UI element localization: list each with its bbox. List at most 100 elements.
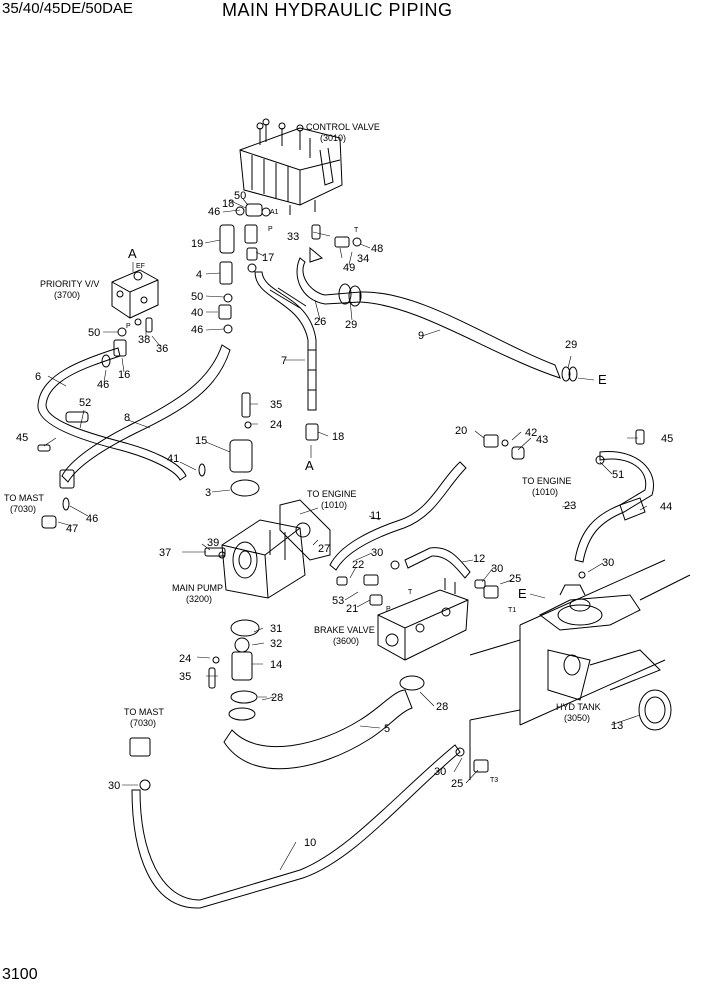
callout-30: 30 <box>434 766 446 778</box>
port-ef: EF <box>136 263 145 270</box>
callout-13: 13 <box>611 720 623 732</box>
marker-e-tank: E <box>518 586 527 601</box>
port-t3: T3 <box>490 777 498 784</box>
callout-18: 18 <box>222 198 234 210</box>
model-number: 35/40/45DE/50DAE <box>2 0 133 17</box>
callout-8: 8 <box>124 412 130 424</box>
callout-22: 22 <box>352 559 364 571</box>
callout-11: 11 <box>370 510 381 522</box>
callout-37: 37 <box>159 547 171 559</box>
callout-46: 46 <box>86 513 98 525</box>
callout-47: 47 <box>66 523 78 535</box>
callout-35: 35 <box>179 671 191 683</box>
label-to-mast-a-ref: (7030) <box>10 504 36 514</box>
label-priority-valve-ref: (3700) <box>54 290 80 300</box>
callout-38: 38 <box>138 334 150 346</box>
return-hose-9 <box>359 291 561 379</box>
callout-46: 46 <box>191 324 203 336</box>
label-control-valve-ref: (3010) <box>320 133 346 143</box>
callout-49: 49 <box>343 262 355 274</box>
callout-36: 36 <box>156 343 168 355</box>
callout-12: 12 <box>473 553 485 565</box>
callout-30: 30 <box>491 563 503 575</box>
callout-23: 23 <box>564 500 576 512</box>
callout-46: 46 <box>208 206 220 218</box>
callout-18: 18 <box>332 431 344 443</box>
label-to-mast-a: TO MAST <box>4 493 44 503</box>
port-p-control: P <box>268 226 273 233</box>
callout-43: 43 <box>536 434 548 446</box>
port-t-brake: T <box>408 589 413 596</box>
port-p-brake: P <box>386 606 391 613</box>
callout-35: 35 <box>270 399 282 411</box>
pipe-11 <box>329 461 467 571</box>
label-priority-valve: PRIORITY V/V <box>40 279 99 289</box>
main-pump <box>221 519 306 599</box>
callout-25: 25 <box>451 778 463 790</box>
marker-a-top: A <box>128 246 137 261</box>
pipe-12 <box>404 547 471 579</box>
marker-a-bottom: A <box>305 458 314 473</box>
label-control-valve: CONTROL VALVE <box>306 122 380 132</box>
callout-24: 24 <box>270 419 282 431</box>
priority-valve <box>111 269 159 319</box>
port-t-control: T <box>354 227 359 234</box>
fittings <box>37 203 646 791</box>
hydraulic-tank <box>469 559 691 780</box>
callout-6: 6 <box>35 371 41 383</box>
callout-5: 5 <box>384 723 390 735</box>
callout-15: 15 <box>195 435 207 447</box>
label-to-engine-b: TO ENGINE <box>522 476 571 486</box>
callout-30: 30 <box>108 780 120 792</box>
callout-20: 20 <box>455 425 467 437</box>
label-to-engine-b-ref: (1010) <box>532 487 558 497</box>
callout-34: 34 <box>357 253 369 265</box>
callout-51: 51 <box>612 469 624 481</box>
marker-e-right: E <box>598 372 607 387</box>
callout-7: 7 <box>281 355 287 367</box>
label-hyd-tank-ref: (3050) <box>564 713 590 723</box>
callout-39: 39 <box>207 537 219 549</box>
callout-28: 28 <box>271 692 283 704</box>
label-to-engine-a: TO ENGINE <box>307 489 356 499</box>
callout-50: 50 <box>88 327 100 339</box>
callout-19: 19 <box>191 238 203 250</box>
leader-lines <box>43 198 648 871</box>
label-brake-valve: BRAKE VALVE <box>314 625 375 635</box>
callout-53: 53 <box>332 595 344 607</box>
callout-3: 3 <box>205 487 211 499</box>
callout-46: 46 <box>97 379 109 391</box>
callout-32: 32 <box>270 638 282 650</box>
callout-45: 45 <box>16 432 28 444</box>
callout-48: 48 <box>371 243 383 255</box>
callout-4: 4 <box>196 269 202 281</box>
brake-valve <box>377 578 469 661</box>
label-hyd-tank: HYD TANK <box>556 702 601 712</box>
port-p-priority: P <box>126 323 131 330</box>
control-valve <box>239 118 343 215</box>
callout-33: 33 <box>287 231 299 243</box>
callout-45: 45 <box>661 433 673 445</box>
pipe-10 <box>131 744 461 909</box>
diagram-title: MAIN HYDRAULIC PIPING <box>222 0 453 20</box>
callout-24: 24 <box>179 653 191 665</box>
callout-31: 31 <box>270 623 282 635</box>
callout-50: 50 <box>234 190 246 202</box>
hose-8 <box>61 344 231 483</box>
callout-50: 50 <box>191 291 203 303</box>
label-to-engine-a-ref: (1010) <box>321 500 347 510</box>
hose-7 <box>254 271 317 411</box>
callout-44: 44 <box>660 501 672 513</box>
callout-41: 41 <box>167 453 179 465</box>
callout-17: 17 <box>262 252 274 264</box>
callout-42: 42 <box>525 427 537 439</box>
callout-9: 9 <box>418 330 424 342</box>
callout-52: 52 <box>79 397 91 409</box>
callout-27: 27 <box>318 543 330 555</box>
callout-25: 25 <box>509 573 521 585</box>
callout-14: 14 <box>270 659 282 671</box>
callout-30: 30 <box>602 557 614 569</box>
label-main-pump: MAIN PUMP <box>172 583 223 593</box>
callout-16: 16 <box>118 369 130 381</box>
